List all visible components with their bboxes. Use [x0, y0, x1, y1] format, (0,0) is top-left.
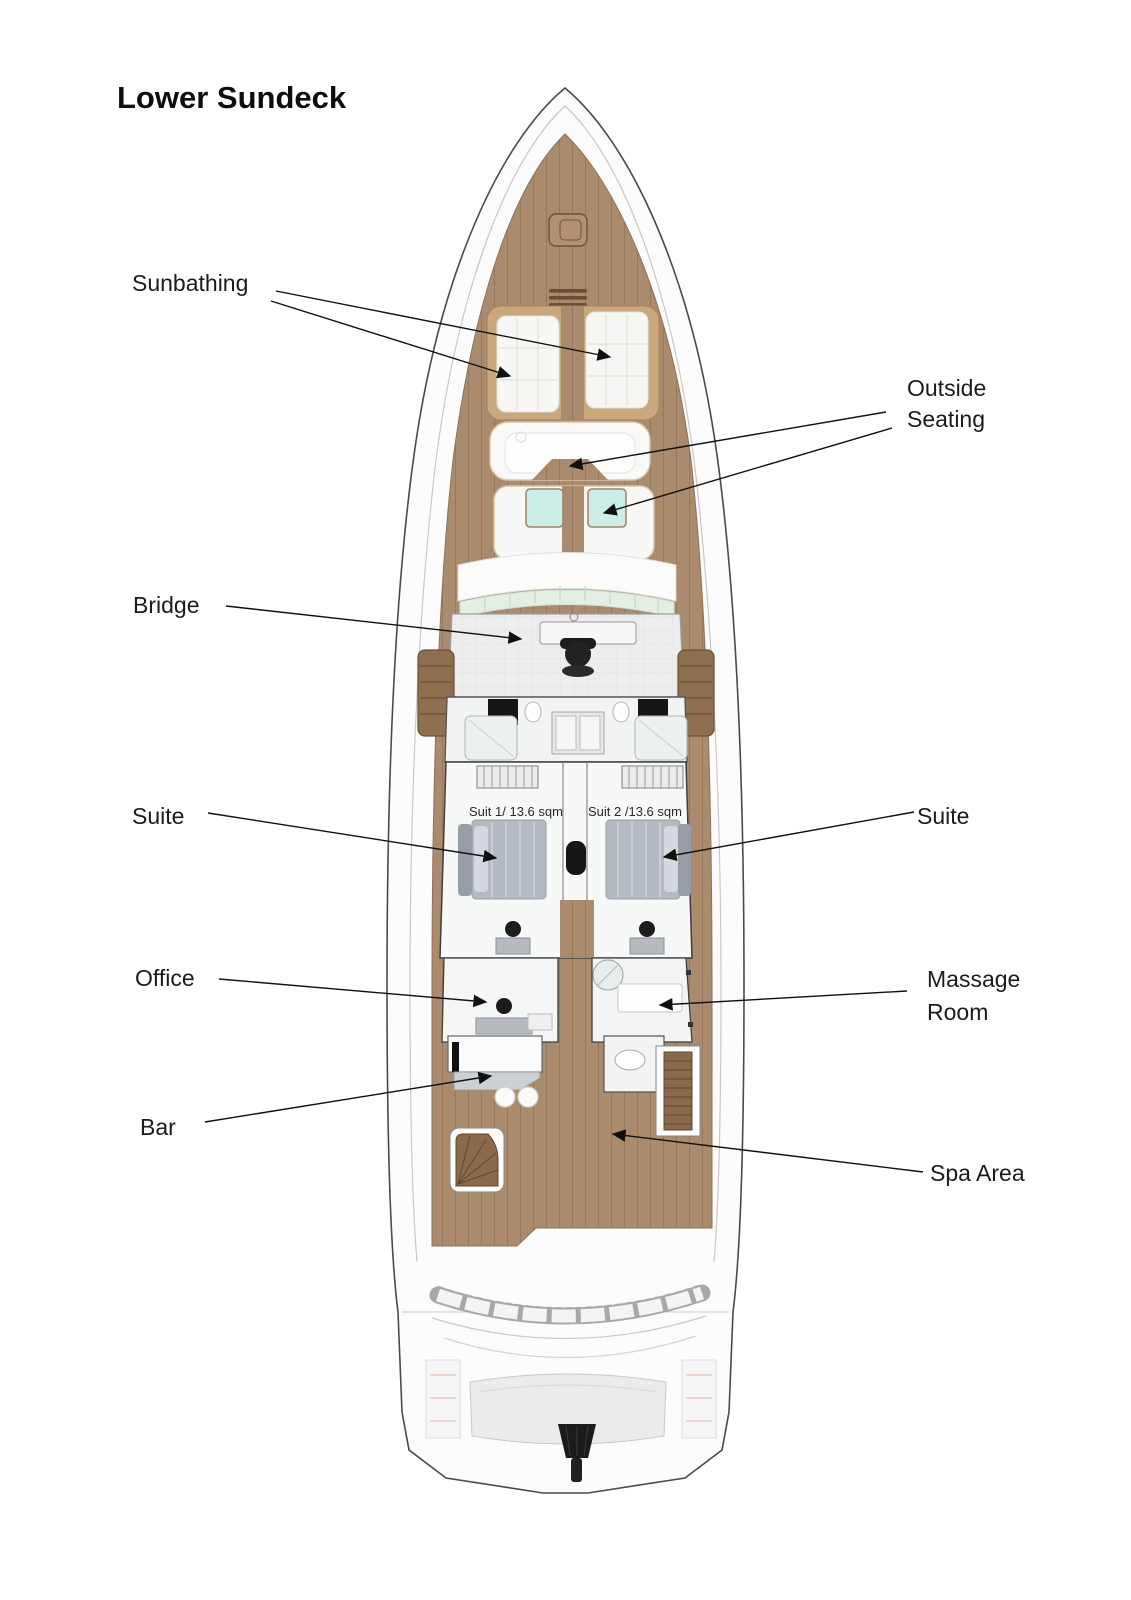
- platform-wing-left: [425, 1359, 461, 1439]
- swim-platform: [469, 1373, 667, 1445]
- helm-chair: [560, 638, 596, 677]
- label-bridge: Bridge: [133, 592, 200, 618]
- label-bar: Bar: [140, 1114, 176, 1140]
- desk-right: [629, 921, 665, 955]
- massage-room-area: [591, 957, 693, 1043]
- sunpad-left: [496, 315, 560, 413]
- suite2-area-text: Suit 2 /13.6 sqm: [588, 804, 682, 819]
- arrow-outside-seating-upper: [568, 411, 887, 471]
- office-room: [441, 957, 559, 1043]
- toilet-left: [524, 701, 542, 723]
- windshield: [457, 552, 677, 618]
- arrow-sunbathing-right: [275, 290, 612, 361]
- stern-bollard: [558, 1424, 596, 1482]
- arrow-suite-right: [662, 811, 915, 861]
- washbasin: [614, 1049, 646, 1071]
- stern: [425, 1283, 717, 1482]
- side-stair-left: [417, 649, 455, 737]
- label-massage-room: Massage Room: [927, 966, 1021, 1025]
- center-door-handle: [566, 841, 586, 875]
- bar-stool: [517, 1086, 539, 1108]
- arrow-suite-left: [207, 812, 498, 863]
- bow-hatch: [548, 213, 588, 247]
- arrow-bar: [204, 1071, 493, 1123]
- label-suite-right: Suite: [917, 803, 970, 829]
- side-stairs: [417, 649, 715, 737]
- arrow-spa: [611, 1129, 924, 1173]
- double-sink: [551, 711, 605, 755]
- bar-counter: [453, 1071, 541, 1091]
- label-outside-seating: Outside Seating: [907, 375, 987, 432]
- bed-left: [458, 819, 547, 900]
- arrow-bridge: [225, 605, 523, 644]
- bathrooms: [444, 696, 688, 763]
- spiral-staircase-left: [449, 1127, 505, 1193]
- wardrobe-left: [476, 765, 539, 789]
- wardrobe-right: [621, 765, 684, 789]
- suites: Suit 1/ 13.6 sqm Suit 2 /13.6 sqm: [439, 761, 693, 959]
- label-spa-area: Spa Area: [930, 1160, 1025, 1186]
- desk-left: [495, 921, 531, 955]
- bar-stool: [494, 1086, 516, 1108]
- label-sunbathing: Sunbathing: [132, 270, 249, 296]
- bar-area: [447, 1035, 543, 1108]
- callout-arrows: [204, 290, 924, 1173]
- side-stair-right: [677, 649, 715, 737]
- arrow-office: [218, 978, 488, 1008]
- day-head: [603, 1035, 665, 1093]
- arrow-massage: [658, 990, 908, 1011]
- sunpad-right: [585, 311, 649, 409]
- office-chair: [496, 998, 512, 1014]
- label-suite-left: Suite: [132, 803, 185, 829]
- bridge-area: [447, 612, 685, 698]
- aft-staircase-right: [655, 1045, 701, 1137]
- suite1-area-text: Suit 1/ 13.6 sqm: [469, 804, 563, 819]
- label-office: Office: [135, 965, 195, 991]
- massage-table: [617, 983, 683, 1013]
- arrow-outside-seating-lower: [602, 427, 893, 516]
- teal-table-left: [525, 488, 564, 528]
- toilet-right: [612, 701, 630, 723]
- outside-seating-area: [489, 421, 655, 561]
- page-title: Lower Sundeck: [117, 80, 347, 115]
- arrow-sunbathing-left: [270, 300, 512, 379]
- bed-right: [605, 819, 691, 900]
- sunbathing-pads: [486, 305, 660, 421]
- office-desk: [475, 1017, 533, 1035]
- platform-wing-right: [681, 1359, 717, 1439]
